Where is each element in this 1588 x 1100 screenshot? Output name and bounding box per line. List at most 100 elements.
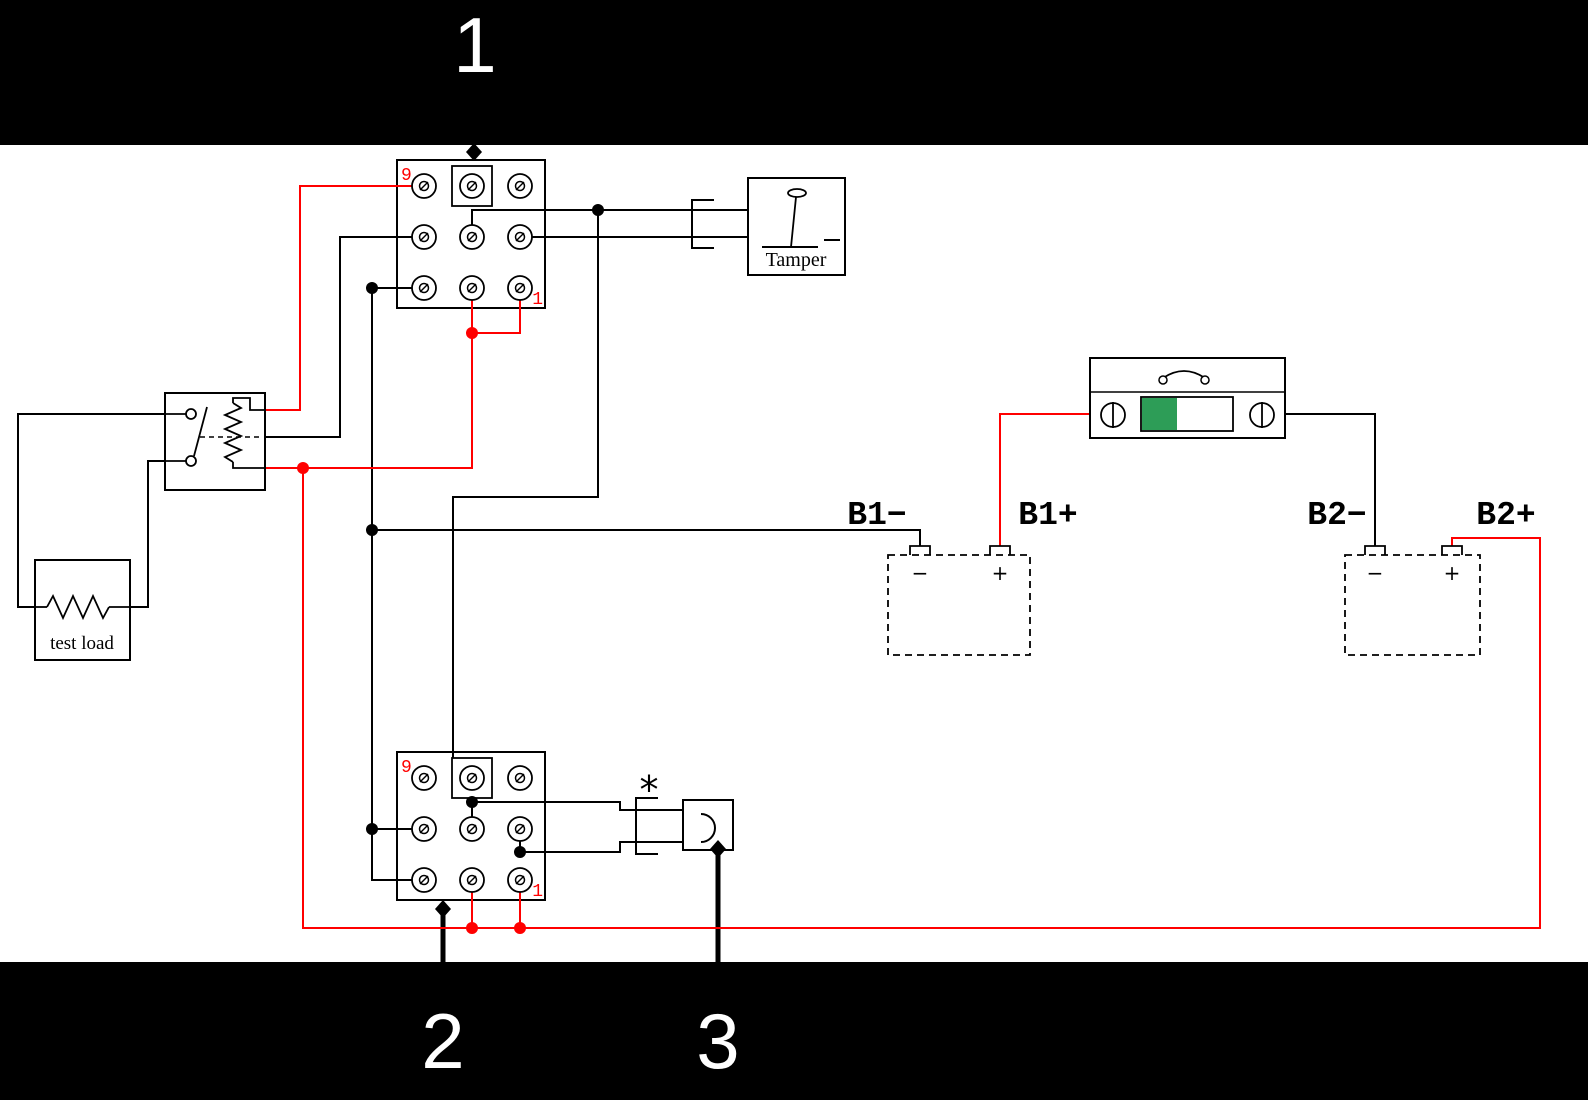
fuse-green-indicator bbox=[1142, 398, 1177, 430]
junction-dot bbox=[466, 796, 478, 808]
wire-relay-to-testload bbox=[17, 413, 165, 608]
test-load-box bbox=[34, 559, 131, 661]
fuse-handle bbox=[1162, 370, 1206, 379]
sounder-symbol bbox=[700, 813, 716, 843]
label-b1-pos: B1+ bbox=[1018, 497, 1077, 534]
battery-b1-pos-terminal bbox=[989, 545, 1011, 555]
junction-dot bbox=[366, 282, 378, 294]
top-block-number-first: 9 bbox=[401, 166, 412, 186]
wire-relay-branch-to-jumper bbox=[303, 333, 473, 469]
wire-tamper-to-bottom-block bbox=[452, 210, 599, 758]
terminal bbox=[507, 275, 533, 301]
junction-dot-red bbox=[466, 922, 478, 934]
terminal bbox=[459, 224, 485, 250]
square-terminal-marker bbox=[451, 165, 493, 207]
tamper-pin-head bbox=[787, 188, 807, 198]
relay-coil-bottom-link bbox=[232, 462, 265, 469]
callout-diamonds bbox=[435, 143, 726, 918]
junction-dot bbox=[366, 524, 378, 536]
terminal bbox=[507, 224, 533, 250]
b1-pos-sign: + bbox=[992, 561, 1009, 585]
callout-3: 3 bbox=[696, 997, 739, 1085]
wire-top-block-jumper bbox=[471, 288, 521, 334]
battery-b2-outline bbox=[1344, 554, 1481, 656]
wire-testload-to-relay bbox=[130, 460, 165, 608]
bottom-block-number-last: 1 bbox=[532, 882, 543, 902]
sounder: * bbox=[635, 768, 734, 855]
label-b2-neg: B2− bbox=[1307, 497, 1366, 534]
tamper-connector-bracket bbox=[691, 199, 714, 249]
callout2-diamond bbox=[435, 900, 451, 918]
tamper-pin-shaft bbox=[790, 196, 797, 248]
wire-sounder-top-lead bbox=[472, 801, 683, 811]
test-load: test load bbox=[34, 559, 131, 661]
junction-dot-red bbox=[514, 922, 526, 934]
terminal bbox=[459, 275, 485, 301]
terminal bbox=[411, 765, 437, 791]
relay-coil-resistor bbox=[222, 402, 244, 463]
terminal bbox=[411, 867, 437, 893]
fuse-handle-pivot-left bbox=[1158, 375, 1168, 385]
terminal bbox=[411, 173, 437, 199]
b2-pos-sign: + bbox=[1444, 561, 1461, 585]
callout-numbers: 1 2 3 bbox=[421, 1, 739, 1085]
wire-fuse-to-b2-neg bbox=[1285, 413, 1376, 546]
test-load-label: test load bbox=[50, 633, 114, 654]
junction-dot bbox=[514, 846, 526, 858]
tamper-switch: Tamper bbox=[691, 177, 846, 276]
terminal bbox=[507, 173, 533, 199]
relay bbox=[164, 392, 266, 491]
junction-dot-red bbox=[297, 462, 309, 474]
battery-b2-neg-terminal bbox=[1364, 545, 1386, 555]
relay-coil-top-link bbox=[232, 397, 265, 411]
battery-b1-neg-terminal bbox=[909, 545, 931, 555]
callout-1: 1 bbox=[453, 1, 496, 89]
relay-contact-bottom bbox=[185, 455, 197, 467]
wire-b1-pos bbox=[999, 413, 1090, 546]
terminal bbox=[459, 816, 485, 842]
relay-contact-top bbox=[185, 408, 197, 420]
terminal bbox=[459, 173, 485, 199]
junction-dots-red bbox=[297, 327, 526, 934]
square-terminal-marker bbox=[451, 757, 493, 799]
wire-relay-to-top-block bbox=[265, 236, 424, 438]
terminal bbox=[507, 816, 533, 842]
sounder-marker: * bbox=[640, 768, 659, 812]
junction-dots-black bbox=[366, 204, 604, 858]
sounder-connector-bracket bbox=[635, 797, 658, 855]
b1-neg-sign: − bbox=[912, 561, 929, 585]
terminal bbox=[459, 867, 485, 893]
junction-dot-red bbox=[466, 327, 478, 339]
relay-switch-blade bbox=[193, 406, 208, 457]
fuse-holder bbox=[1089, 357, 1286, 439]
bottom-band bbox=[0, 962, 1588, 1100]
label-b2-pos: B2+ bbox=[1476, 497, 1535, 534]
battery-b2: − + bbox=[1344, 545, 1481, 656]
junction-dot bbox=[592, 204, 604, 216]
bottom-block-number-first: 9 bbox=[401, 758, 412, 778]
top-band bbox=[0, 0, 1588, 145]
black-wires bbox=[17, 209, 1376, 985]
wire-b1-neg bbox=[372, 529, 921, 546]
test-load-resistor bbox=[46, 593, 110, 621]
battery-b1: − + bbox=[887, 545, 1031, 656]
fuse-handle-pivot-right bbox=[1200, 375, 1210, 385]
terminal bbox=[507, 765, 533, 791]
junction-dot bbox=[366, 823, 378, 835]
battery-b2-pos-terminal bbox=[1441, 545, 1463, 555]
terminal bbox=[507, 867, 533, 893]
b2-neg-sign: − bbox=[1367, 561, 1384, 585]
terminal bbox=[459, 765, 485, 791]
wire-sounder-bottom-lead bbox=[519, 829, 683, 853]
sounder-box bbox=[682, 799, 734, 851]
bottom-terminal-block: 9 1 bbox=[401, 757, 543, 902]
battery-b1-outline bbox=[887, 554, 1031, 656]
callout-2: 2 bbox=[421, 997, 464, 1085]
wire-trunk bbox=[371, 287, 424, 881]
terminal bbox=[411, 275, 437, 301]
relay-box bbox=[164, 392, 266, 491]
label-b1-neg: B1− bbox=[847, 497, 906, 534]
